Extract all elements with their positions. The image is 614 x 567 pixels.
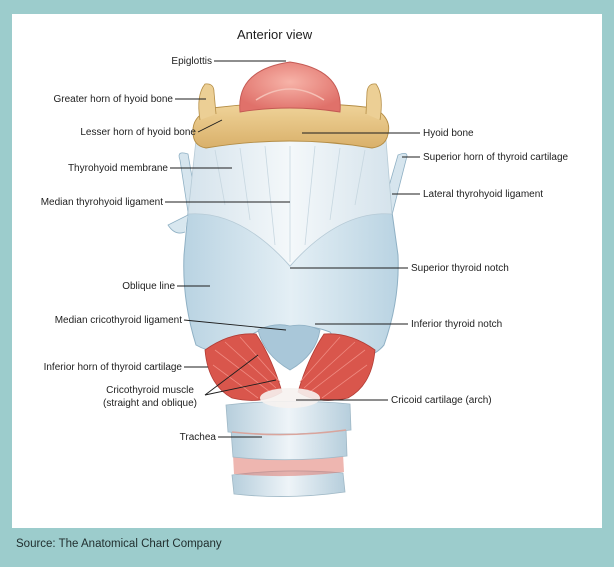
source-caption: Source: The Anatomical Chart Company: [16, 538, 222, 550]
label-cricoid-cartilage: Cricoid cartilage (arch): [391, 395, 492, 406]
cricothyroid-muscles: [204, 333, 376, 408]
label-cricothyroid-muscle-sub: (straight and oblique): [103, 398, 197, 409]
diagram-title: Anterior view: [237, 27, 313, 42]
label-median-cricothyroid-ligament: Median cricothyroid ligament: [55, 315, 183, 326]
label-superior-thyroid-notch: Superior thyroid notch: [411, 263, 509, 274]
hyoid-bone: [192, 83, 390, 149]
label-lateral-thyrohyoid-ligament: Lateral thyrohyoid ligament: [423, 189, 543, 200]
label-greater-horn: Greater horn of hyoid bone: [53, 94, 173, 105]
label-thyrohyoid-membrane: Thyrohyoid membrane: [68, 163, 168, 174]
epiglottis: [239, 61, 341, 113]
label-lesser-horn: Lesser horn of hyoid bone: [80, 127, 196, 138]
label-inferior-horn: Inferior horn of thyroid cartilage: [44, 362, 183, 373]
label-superior-horn: Superior horn of thyroid cartilage: [423, 152, 569, 163]
leader-lines: [165, 60, 420, 438]
label-inferior-thyroid-notch: Inferior thyroid notch: [411, 319, 502, 330]
label-epiglottis: Epiglottis: [171, 56, 212, 67]
label-oblique-line: Oblique line: [122, 281, 175, 292]
label-hyoid-bone: Hyoid bone: [423, 128, 474, 139]
label-trachea: Trachea: [180, 432, 217, 443]
label-cricothyroid-muscle: Cricothyroid muscle: [106, 385, 194, 396]
label-median-thyrohyoid-ligament: Median thyrohyoid ligament: [41, 197, 164, 208]
trachea: [225, 400, 352, 497]
